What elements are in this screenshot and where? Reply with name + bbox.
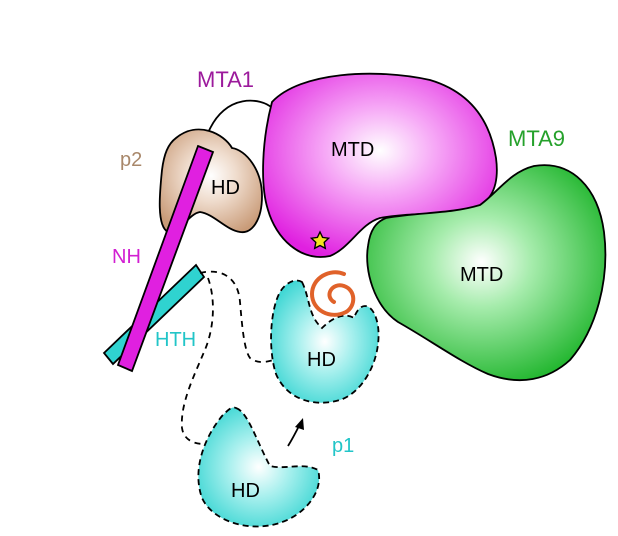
p1-label: p1 [332, 435, 354, 457]
nh-label: NH [112, 246, 141, 268]
p2-hd-label: HD [211, 177, 240, 199]
p1-dashed-linker-upper [199, 270, 275, 363]
coil-icon [309, 270, 356, 317]
mta9-label: MTA9 [508, 126, 565, 151]
p2-mta1-linker [207, 99, 273, 134]
p1-dashed-linker-lower [180, 277, 214, 445]
p1-hd-lower-label: HD [231, 480, 260, 502]
mta1-label: MTA1 [197, 67, 254, 92]
mta9-mtd-domain [366, 164, 607, 381]
p1-hd-lower-domain [197, 406, 320, 528]
curved-arrow-icon [287, 418, 304, 447]
star-icon [309, 230, 331, 250]
p1-hd-upper-label: HD [307, 349, 336, 371]
hth-label: HTH [155, 329, 196, 351]
mta1-mtd-label: MTD [331, 139, 374, 161]
p2-label: p2 [120, 149, 142, 171]
nh-helix [116, 144, 215, 373]
mta9-mtd-label: MTD [460, 264, 503, 286]
p1-hd-upper-domain [270, 279, 380, 404]
